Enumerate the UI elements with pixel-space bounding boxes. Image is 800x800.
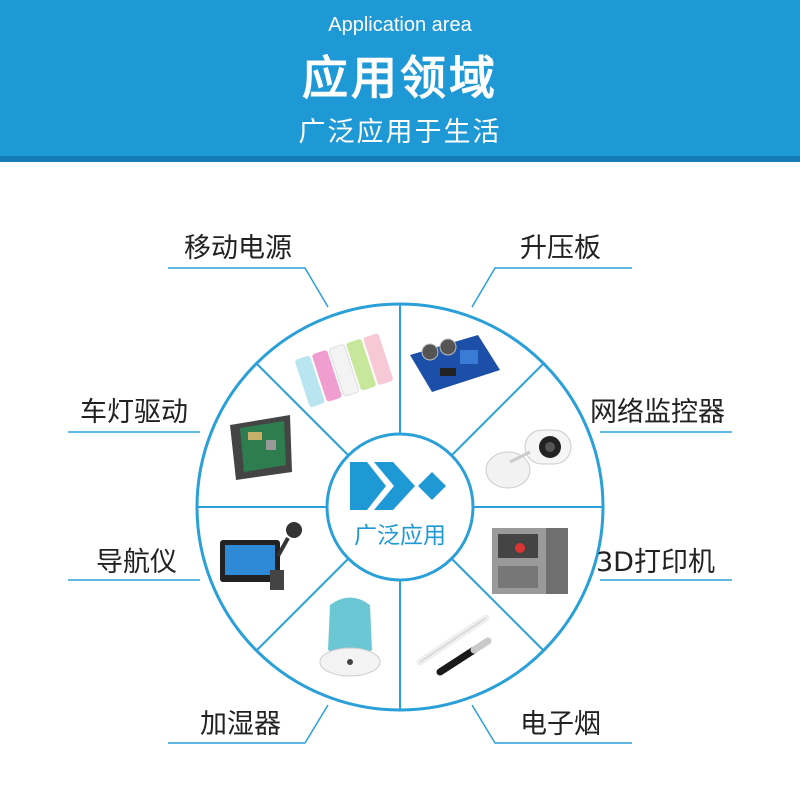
- wheel-spokes: [197, 304, 603, 710]
- banner-subtitle-en: Application area: [328, 14, 472, 36]
- label-3d-printer: 3D打印机: [596, 547, 715, 578]
- label-headlight-driver: 车灯驱动: [80, 397, 188, 428]
- banner-bottom-strip: [0, 156, 800, 162]
- humidifier-icon: [319, 597, 381, 677]
- label-network-camera: 网络监控器: [590, 397, 725, 428]
- banner-title: 应用领域: [302, 51, 498, 105]
- label-power-bank: 移动电源: [184, 233, 292, 264]
- network-camera-icon: [485, 429, 572, 489]
- e-cigarette-icon: [416, 614, 492, 676]
- label-gps-navigator: 导航仪: [96, 547, 177, 578]
- headlight-driver-icon: [230, 415, 292, 480]
- brand-logo-icon: [350, 462, 446, 510]
- gps-navigator-icon: [220, 522, 302, 590]
- callout-lines: [68, 267, 732, 744]
- label-boost-board: 升压板: [520, 233, 601, 264]
- label-humidifier: 加湿器: [200, 709, 281, 740]
- power-bank-icon: [295, 333, 393, 407]
- center-hub: [325, 432, 475, 582]
- header-banner: Application area 应用领域 广泛应用于生活: [0, 0, 800, 162]
- label-e-cigarette: 电子烟: [520, 709, 601, 740]
- center-label: 广泛应用: [354, 523, 446, 549]
- 3d-printer-icon: [492, 528, 568, 594]
- banner-tagline: 广泛应用于生活: [298, 117, 502, 148]
- boost-board-icon: [410, 335, 500, 392]
